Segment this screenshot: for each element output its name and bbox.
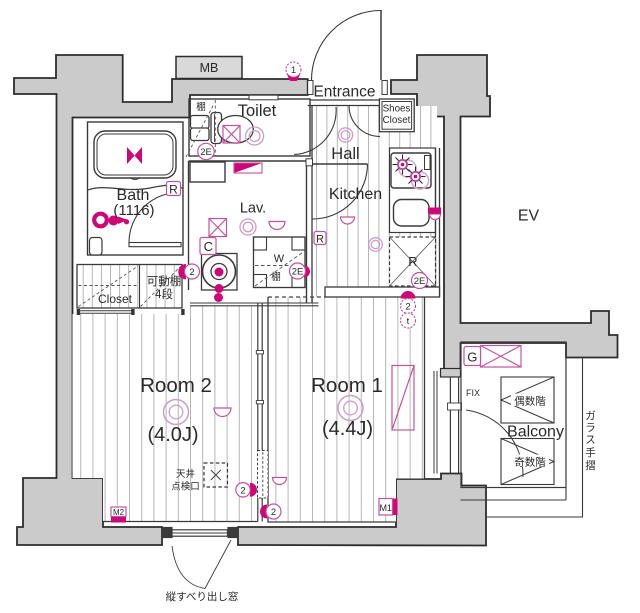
svg-text:M2: M2 <box>113 508 125 517</box>
svg-text:R: R <box>169 183 178 197</box>
svg-text:R: R <box>316 234 324 246</box>
svg-text:W: W <box>274 253 285 265</box>
svg-text:Hall: Hall <box>331 145 359 163</box>
svg-text:(1116): (1116) <box>113 202 154 219</box>
svg-text:点検口: 点検口 <box>171 481 200 493</box>
svg-text:奇数階: 奇数階 <box>514 456 546 469</box>
svg-text:2E: 2E <box>200 147 212 158</box>
svg-text:Closet: Closet <box>383 115 411 126</box>
svg-text:EV: EV <box>518 208 540 225</box>
svg-text:2: 2 <box>405 302 410 313</box>
svg-text:Lav.: Lav. <box>240 201 266 217</box>
svg-text:FIX: FIX <box>466 388 480 398</box>
svg-text:C: C <box>204 239 213 254</box>
svg-text:Entrance: Entrance <box>313 84 375 101</box>
svg-text:4段: 4段 <box>155 287 173 301</box>
svg-text:Room 1: Room 1 <box>311 374 383 397</box>
svg-text:Toilet: Toilet <box>238 102 277 120</box>
svg-text:Kitchen: Kitchen <box>329 186 382 203</box>
svg-text:ガラス手摺: ガラス手摺 <box>585 410 596 472</box>
svg-text:Balcony: Balcony <box>507 424 564 441</box>
svg-text:2E: 2E <box>292 267 304 278</box>
svg-text:縦すべり出し窓: 縦すべり出し窓 <box>166 590 239 603</box>
svg-text:t: t <box>407 316 410 327</box>
svg-text:2: 2 <box>271 507 276 518</box>
svg-text:2: 2 <box>189 267 194 278</box>
svg-text:(4.0J): (4.0J) <box>147 424 198 446</box>
svg-text:天井: 天井 <box>176 468 195 480</box>
svg-text:Closet: Closet <box>98 292 133 306</box>
svg-text:2: 2 <box>240 485 245 496</box>
svg-text:可動棚: 可動棚 <box>147 274 182 288</box>
svg-text:2E: 2E <box>414 276 426 287</box>
svg-text:MB: MB <box>200 61 219 75</box>
svg-text:Bath: Bath <box>117 187 150 204</box>
svg-text:M1: M1 <box>379 503 392 513</box>
svg-text:1: 1 <box>291 65 296 76</box>
svg-text:(4.4J): (4.4J) <box>322 418 373 440</box>
svg-text:棚: 棚 <box>271 271 281 283</box>
svg-text:Room 2: Room 2 <box>140 374 212 397</box>
svg-text:R: R <box>408 254 417 269</box>
svg-text:Shoes: Shoes <box>383 104 411 115</box>
svg-text:偶数階: 偶数階 <box>514 395 546 408</box>
svg-text:G: G <box>467 350 477 365</box>
svg-text:棚: 棚 <box>196 101 206 113</box>
